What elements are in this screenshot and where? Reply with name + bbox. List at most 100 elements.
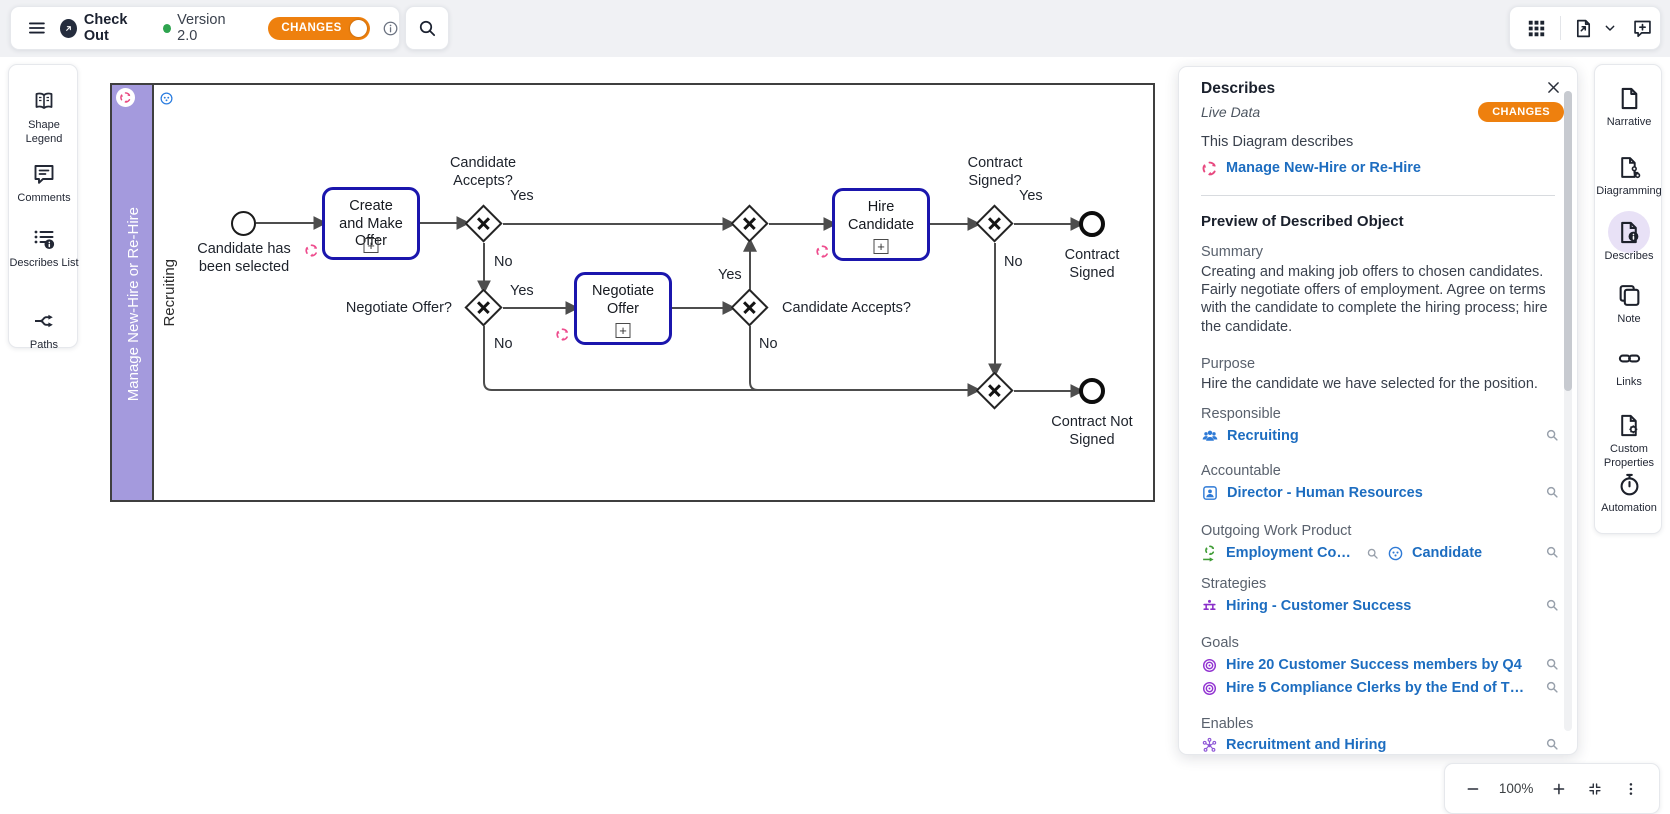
task-negotiate-offer[interactable]: Negotiate Offer + <box>574 272 672 345</box>
magnifier-icon[interactable] <box>1545 737 1559 751</box>
describes-list-label: Describes List <box>9 257 79 269</box>
summary-label: Summary <box>1201 244 1264 260</box>
close-icon[interactable] <box>1545 79 1562 96</box>
pool-describes-badge[interactable] <box>116 88 135 107</box>
gateway-merge-1[interactable] <box>730 204 769 243</box>
work-product-link[interactable]: Employment Con... <box>1226 545 1356 561</box>
diagram-canvas[interactable]: Manage New-Hire or Re-Hire Recruiting <box>110 83 1155 502</box>
goal-row: Hire 5 Compliance Clerks by the End of T… <box>1201 678 1526 698</box>
outgoing-work-product-label: Outgoing Work Product <box>1201 523 1352 539</box>
goal-link[interactable]: Hire 5 Compliance Clerks by the End of T… <box>1226 680 1526 696</box>
described-object-link[interactable]: Manage New-Hire or Re-Hire <box>1226 160 1421 176</box>
subprocess-marker[interactable]: + <box>615 323 631 338</box>
task-hire-candidate[interactable]: Hire Candidate + <box>832 188 930 261</box>
flow-label-yes: Yes <box>1019 188 1043 204</box>
live-data-label: Live Data <box>1201 104 1261 120</box>
automation-icon <box>1617 472 1642 497</box>
kebab-menu-icon[interactable] <box>1623 779 1639 799</box>
gateway-label: Candidate Accepts? <box>782 300 911 316</box>
gateway-negotiate-offer[interactable] <box>464 288 503 327</box>
shape-legend-button[interactable]: Shape Legend <box>9 89 79 146</box>
paths-label: Paths <box>29 339 59 351</box>
zoom-in-icon[interactable] <box>1551 779 1567 799</box>
accountable-row: Director - Human Resources <box>1201 483 1423 503</box>
hamburger-menu-icon[interactable] <box>27 17 47 39</box>
tab-custom-properties[interactable]: Custom Properties <box>1595 413 1663 471</box>
enables-link[interactable]: Recruitment and Hiring <box>1226 737 1387 753</box>
start-event[interactable] <box>231 211 256 236</box>
magnifier-icon[interactable] <box>1545 428 1559 442</box>
task-label: Negotiate Offer <box>591 283 655 317</box>
version-label: Version 2.0 <box>177 12 226 44</box>
scrollbar-thumb[interactable] <box>1564 91 1572 391</box>
panel-title: Describes <box>1201 80 1276 97</box>
magnifier-icon[interactable] <box>1545 485 1559 499</box>
task-create-and-make-offer[interactable]: Create and Make Offer + <box>322 187 420 260</box>
enables-row: Recruitment and Hiring <box>1201 735 1386 755</box>
candidate-actor-icon <box>1387 545 1404 562</box>
gateway-merge-2[interactable] <box>975 371 1014 410</box>
recycle-icon[interactable] <box>304 243 319 258</box>
tab-describes[interactable]: Describes <box>1595 211 1663 264</box>
end-event-label-not-signed: Contract Not Signed <box>1051 414 1133 448</box>
end-event-contract-signed[interactable] <box>1079 211 1105 237</box>
panel-divider <box>1201 195 1555 196</box>
chevron-down-icon[interactable] <box>1602 20 1618 36</box>
strategy-link[interactable]: Hiring - Customer Success <box>1226 598 1412 614</box>
recycle-icon[interactable] <box>815 244 830 259</box>
check-out-icon[interactable] <box>59 18 77 38</box>
note-icon <box>1617 283 1642 308</box>
accountable-label: Accountable <box>1201 463 1281 479</box>
flow-label-yes: Yes <box>510 283 534 299</box>
magnifier-icon[interactable] <box>1545 657 1559 671</box>
recycle-icon <box>1201 160 1218 177</box>
tab-links[interactable]: Links <box>1595 346 1663 390</box>
search-button[interactable] <box>405 6 449 50</box>
zoom-out-icon[interactable] <box>1465 779 1481 799</box>
magnifier-icon[interactable] <box>1545 545 1559 559</box>
network-icon <box>1201 737 1218 754</box>
gateway-candidate-accepts-2[interactable] <box>730 288 769 327</box>
add-comment-icon[interactable] <box>1632 18 1653 39</box>
magnifier-icon[interactable] <box>1545 680 1559 694</box>
subprocess-marker[interactable]: + <box>873 239 889 254</box>
responsible-link[interactable]: Recruiting <box>1227 428 1299 444</box>
goal-link[interactable]: Hire 20 Customer Success members by Q4 <box>1226 657 1522 673</box>
purpose-label: Purpose <box>1201 356 1256 372</box>
tab-narrative[interactable]: Narrative <box>1595 86 1663 130</box>
describes-label: Describes <box>1604 250 1654 262</box>
header-toolbar: Check Out Version 2.0 CHANGES <box>10 6 400 50</box>
gateway-label: Candidate Accepts? <box>449 155 517 189</box>
paths-button[interactable]: Paths <box>9 309 79 352</box>
gateway-candidate-accepts-1[interactable] <box>464 204 503 243</box>
comments-icon <box>32 162 56 186</box>
tab-note[interactable]: Note <box>1595 283 1663 327</box>
info-icon[interactable] <box>382 19 399 38</box>
export-diagram-icon[interactable] <box>1573 18 1594 39</box>
subprocess-marker[interactable]: + <box>363 238 379 253</box>
flow-label-yes: Yes <box>718 267 742 283</box>
comments-button[interactable]: Comments <box>9 162 79 205</box>
gateway-contract-signed[interactable] <box>975 204 1014 243</box>
check-out-button[interactable]: Check Out <box>83 12 128 44</box>
app-grid-icon[interactable] <box>1526 18 1547 39</box>
fit-to-screen-icon[interactable] <box>1587 779 1603 799</box>
pool-manage-new-hire[interactable]: Manage New-Hire or Re-Hire <box>112 85 154 500</box>
accountable-link[interactable]: Director - Human Resources <box>1227 485 1423 501</box>
gateway-label: Contract Signed? <box>967 155 1023 189</box>
start-event-label: Candidate has been selected <box>197 241 291 275</box>
flow-label-no: No <box>494 254 513 270</box>
version-status-dot <box>163 23 172 33</box>
changes-toggle[interactable]: CHANGES <box>268 16 370 40</box>
tab-automation[interactable]: Automation <box>1595 472 1663 516</box>
magnifier-icon[interactable] <box>1545 598 1559 612</box>
tab-diagramming[interactable]: Diagramming <box>1595 155 1663 199</box>
toggle-knob[interactable] <box>349 19 367 37</box>
end-event-contract-not-signed[interactable] <box>1079 378 1105 404</box>
recycle-icon[interactable] <box>555 327 570 342</box>
describes-list-button[interactable]: Describes List <box>9 227 79 270</box>
panel-scrollbar[interactable] <box>1564 91 1572 731</box>
magnifier-icon[interactable] <box>1366 547 1379 560</box>
recycle-icon <box>119 91 132 104</box>
candidate-link[interactable]: Candidate <box>1412 545 1483 561</box>
